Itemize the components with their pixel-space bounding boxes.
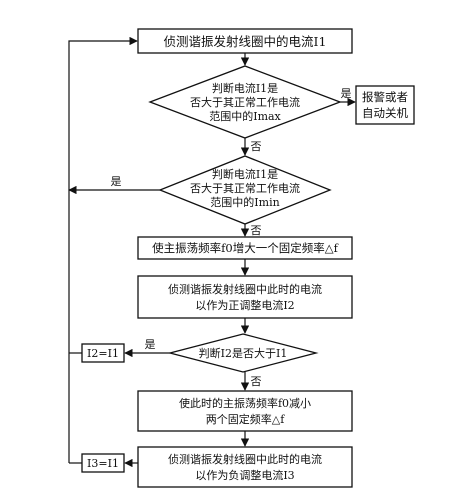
no-label-decision3: 否: [251, 375, 262, 388]
decision-imin-line-2: 否大于其正常工作电流: [190, 181, 300, 195]
step-detect-i1-text: 侦测谐振发射线圈中的电流I1: [164, 34, 327, 49]
decision-i2-i1-text: 判断I2是否大于I1: [199, 346, 288, 360]
step-detect-i3-line-1: 侦测谐振发射线圈中此时的电流: [168, 452, 322, 466]
alarm-box: [355, 85, 415, 125]
decision-imin-line-3: 范围中的Imin: [210, 195, 279, 209]
step-detect-i3-box: [137, 446, 353, 488]
yes-label-decision2: 是: [111, 175, 122, 188]
decision-i2-i1-diamond: [167, 333, 319, 373]
step-detect-i2-line-2: 以作为正调整电流I2: [195, 298, 294, 312]
alarm-line-2: 自动关机: [362, 106, 408, 120]
step-decrease-f0-line-1: 使此时的主振荡频率f0减小: [179, 396, 311, 410]
decision-imax-line-3: 范围中的Imax: [209, 109, 281, 123]
step-detect-i2-line-1: 侦测谐振发射线圈中此时的电流: [168, 282, 322, 296]
decision-imax-line-2: 否大于其正常工作电流: [190, 95, 300, 109]
step-decrease-f0-line-2: 两个固定频率△f: [206, 412, 285, 426]
step-increase-f0-text: 使主振荡频率f0增大一个固定频率△f: [152, 241, 338, 255]
decision-imin-line-1: 判断电流I1是: [212, 167, 278, 181]
yes-label-decision3: 是: [145, 338, 156, 351]
yes-label-decision1: 是: [341, 87, 352, 100]
no-label-decision1: 否: [251, 140, 262, 153]
step-detect-i3-line-2: 以作为负调整电流I3: [195, 468, 294, 482]
decision-imax-line-1: 判断电流I1是: [212, 81, 278, 95]
step-detect-i2-box: [137, 275, 353, 319]
step-detect-i1-box: [137, 28, 353, 54]
no-label-decision2: 否: [251, 224, 262, 237]
assign-i3-text: I3=I1: [87, 457, 119, 470]
alarm-line-1: 报警或者: [362, 90, 408, 104]
loop-back-line: [68, 36, 138, 463]
step-decrease-f0-box: [137, 390, 353, 432]
assign-i2-text: I2=I1: [87, 347, 119, 360]
